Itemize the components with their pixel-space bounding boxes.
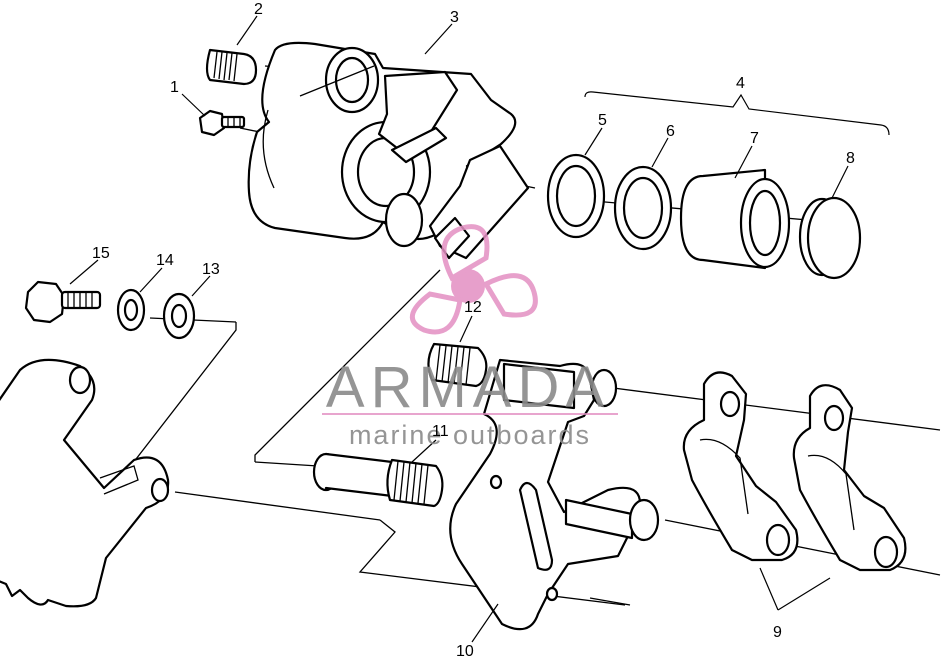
callout-3: 3 bbox=[450, 9, 459, 26]
lock-washer bbox=[116, 288, 146, 332]
brake-pad-2 bbox=[792, 384, 907, 572]
callout-5: 5 bbox=[598, 112, 607, 129]
watermark-brand: ARMADA bbox=[326, 355, 610, 420]
callout-labels: 1 2 3 4 5 6 7 8 9 10 11 12 13 14 15 bbox=[92, 1, 855, 658]
callout-14: 14 bbox=[156, 252, 174, 269]
callout-15: 15 bbox=[92, 245, 110, 262]
seal-ring-1 bbox=[546, 153, 606, 239]
callout-11: 11 bbox=[432, 423, 449, 440]
seal-ring-2 bbox=[613, 165, 673, 251]
callout-6: 6 bbox=[666, 123, 675, 140]
callout-12: 12 bbox=[464, 299, 482, 316]
piston-cap bbox=[798, 196, 862, 280]
callout-8: 8 bbox=[846, 150, 855, 167]
callout-9: 9 bbox=[773, 624, 782, 641]
threaded-bushing bbox=[427, 342, 488, 388]
callout-10: 10 bbox=[456, 643, 474, 658]
callout-4: 4 bbox=[736, 75, 745, 92]
callout-13: 13 bbox=[202, 261, 220, 278]
flat-washer bbox=[162, 292, 196, 340]
bolt bbox=[24, 280, 102, 324]
callout-2: 2 bbox=[254, 1, 263, 18]
brake-pad-1 bbox=[682, 371, 799, 562]
callout-7: 7 bbox=[750, 130, 759, 147]
mounting-bracket bbox=[0, 358, 170, 608]
caliper-bracket bbox=[449, 358, 660, 631]
plug bbox=[205, 48, 258, 86]
axis-lines bbox=[111, 65, 941, 606]
watermark-tagline: marine outboards bbox=[349, 420, 591, 450]
bracket-part-4 bbox=[584, 91, 890, 136]
bleeder-screw bbox=[198, 109, 246, 137]
callout-leaders bbox=[69, 15, 849, 643]
armada-logo-icon bbox=[410, 224, 538, 335]
callout-1: 1 bbox=[170, 79, 179, 96]
caliper-body bbox=[247, 41, 530, 260]
guide-pin bbox=[312, 452, 444, 508]
piston bbox=[679, 168, 791, 270]
